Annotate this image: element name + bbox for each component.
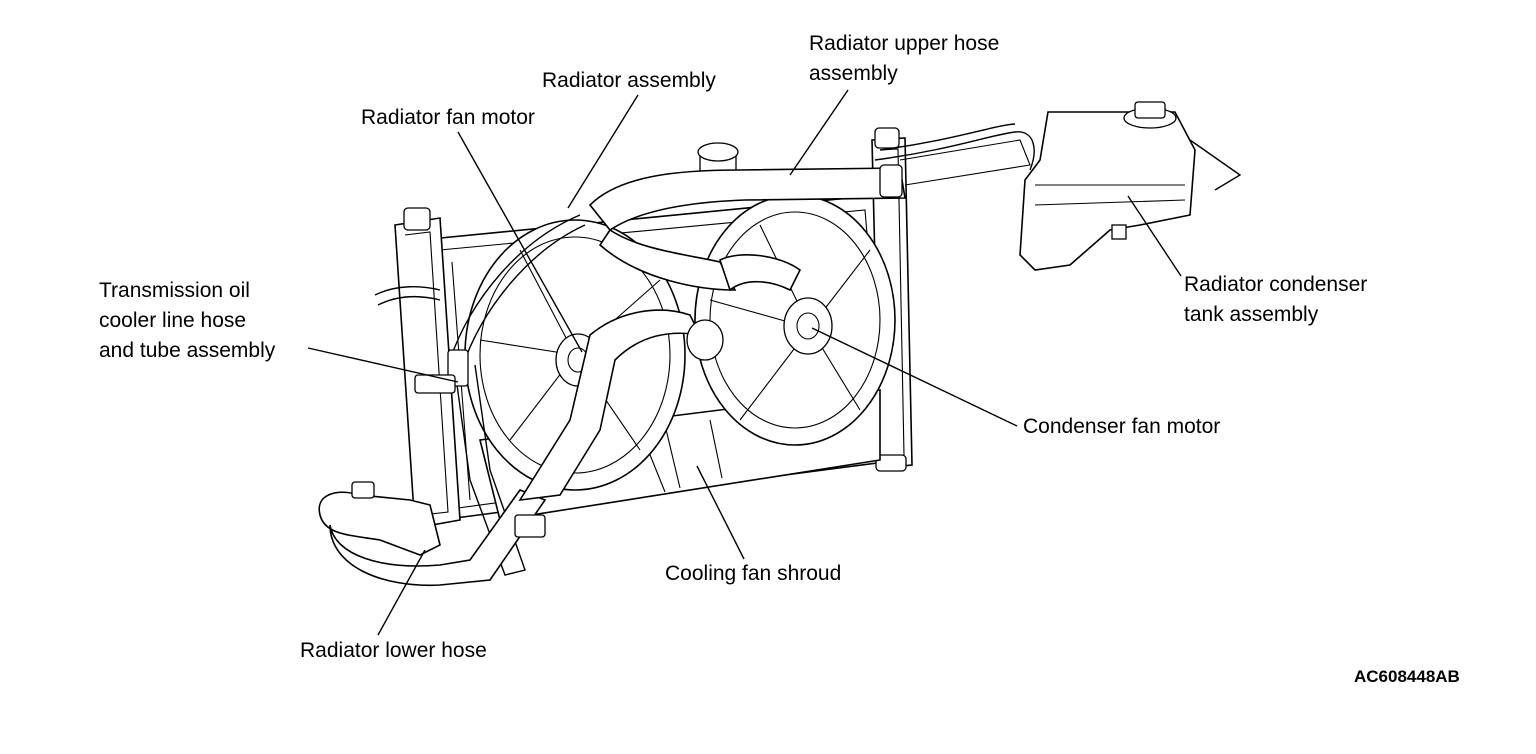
label-radiator-fan-motor: Radiator fan motor [361,106,535,129]
label-condenser-fan-motor: Condenser fan motor [1023,415,1221,438]
label-radiator-upper-hose-line2: assembly [809,62,898,85]
label-condenser-tank-line1: Radiator condenser [1184,273,1368,296]
condenser-tank [1019,101,1242,271]
label-radiator-assembly: Radiator assembly [542,69,716,92]
label-radiator-upper-hose-line1: Radiator upper hose [809,32,1000,55]
label-transmission-line1: Transmission oil [99,279,250,302]
condenser-fan [694,194,896,446]
label-transmission-line2: cooler line hose [99,309,247,332]
figure-code: AC608448AB [1354,667,1460,686]
lower-hose [318,481,547,587]
label-cooling-fan-shroud: Cooling fan shroud [665,562,842,585]
leader-lines [307,89,1182,636]
upper-hose [588,139,1031,291]
label-condenser-tank-line2: tank assembly [1184,303,1319,326]
label-transmission-line3: and tube assembly [99,339,276,362]
middle-hose [518,254,802,502]
left-side-tank [394,207,461,529]
label-radiator-lower-hose: Radiator lower hose [300,639,487,662]
transmission-line [374,214,586,576]
tank-hose [874,123,1035,171]
